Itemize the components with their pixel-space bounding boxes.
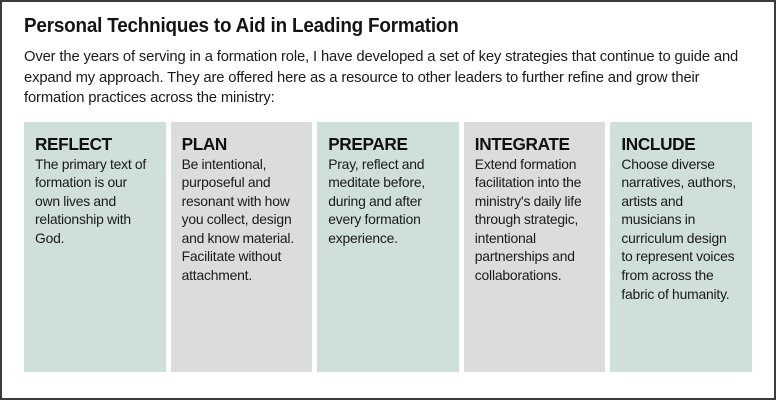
intro-paragraph: Over the years of serving in a formation… (24, 49, 739, 106)
technique-card-title: INTEGRATE (474, 133, 570, 154)
technique-card-title: INCLUDE (621, 133, 696, 154)
technique-card-list: REFLECT The primary text of formation is… (24, 121, 752, 385)
technique-card-integrate: INTEGRATE Extend formation facilitation … (463, 121, 606, 372)
technique-card-body: The primary text of formation is our own… (35, 155, 147, 246)
technique-card-body: Pray, reflect and meditate before, durin… (328, 155, 426, 246)
technique-card-include: INCLUDE Choose diverse narratives, autho… (610, 121, 752, 372)
technique-card-body: Choose diverse narratives, authors, arti… (621, 155, 736, 302)
technique-card-body: Extend formation facilitation into the m… (474, 155, 582, 284)
page-title: Personal Techniques to Aid in Leading Fo… (24, 14, 459, 37)
technique-card-body: Be intentional, purposeful and resonant … (181, 155, 295, 284)
technique-card-reflect: REFLECT The primary text of formation is… (24, 121, 166, 372)
technique-card-title: PLAN (181, 133, 228, 154)
technique-card-title: REFLECT (35, 133, 112, 154)
technique-card-title: PREPARE (328, 133, 408, 154)
technique-card-plan: PLAN Be intentional, purposeful and reso… (170, 121, 313, 372)
technique-card-prepare: PREPARE Pray, reflect and meditate befor… (317, 121, 459, 372)
